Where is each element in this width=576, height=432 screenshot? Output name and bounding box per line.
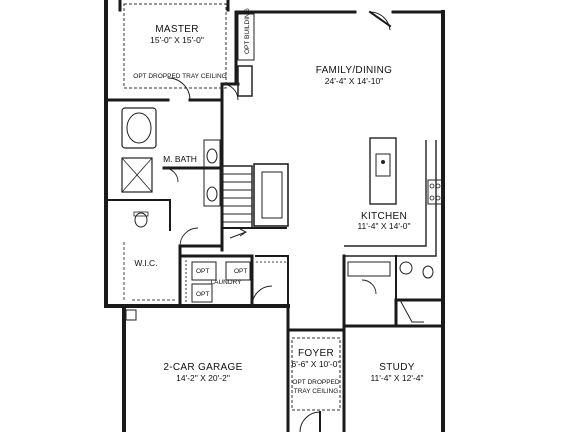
bath-toilet-tank <box>133 211 149 217</box>
kitchen-dims: 11'-4" X 14'-0" <box>357 221 410 231</box>
island-sink <box>375 153 391 177</box>
sink-1 <box>206 148 218 164</box>
garage-post <box>125 309 137 321</box>
burner <box>435 183 441 189</box>
powder-sink <box>399 261 413 275</box>
master-niche <box>237 65 253 97</box>
fireplace-surround <box>253 163 289 227</box>
foyer <box>286 324 346 432</box>
master-bath <box>104 98 224 252</box>
opt-building-closet <box>237 13 255 61</box>
stair-outline <box>221 165 253 229</box>
west-wall <box>104 0 126 432</box>
study-label: STUDY <box>379 362 414 373</box>
shower-drain-cross <box>121 157 153 193</box>
fireplace-box <box>261 171 283 219</box>
master-top-edge <box>118 0 230 12</box>
bathtub <box>121 107 157 149</box>
master-dims: 15'-0" X 15'-0" <box>150 35 204 45</box>
powder-toilet <box>422 265 434 279</box>
laundry-sink <box>191 283 213 303</box>
range <box>427 179 443 205</box>
powder-room <box>342 254 445 328</box>
master-door-swing <box>167 77 191 101</box>
bath-lower-partition <box>105 199 171 231</box>
front-door-swing <box>299 411 321 432</box>
bath-door-swing <box>163 167 179 183</box>
opt-building-note: OPT BUILDING <box>244 8 251 54</box>
closet-door-swing <box>221 83 239 101</box>
bath-toilet <box>134 212 148 228</box>
master-suite <box>104 3 255 102</box>
foyer-label: FOYER <box>298 348 334 359</box>
shower <box>121 157 153 193</box>
dryer <box>225 261 251 281</box>
pantry-shelf <box>347 261 391 277</box>
opt-note-a: OPT <box>196 268 209 275</box>
burner <box>429 183 435 189</box>
opt-note-c: OPT <box>196 291 209 298</box>
family-dims: 24'-4" X 14'-10" <box>325 76 383 86</box>
perimeter-counter-edge <box>344 140 437 257</box>
foyer-ceiling-note-2: TRAY CEILING <box>294 388 339 395</box>
burner <box>435 195 441 201</box>
room-labels: MASTER 15'-0" X 15'-0" OPT DROPPED TRAY … <box>133 8 423 395</box>
master-ceiling-note: OPT DROPPED TRAY CEILING <box>133 73 226 80</box>
island-sink-drain <box>381 160 385 164</box>
stair-treads <box>222 173 252 223</box>
perimeter-counter <box>344 140 427 247</box>
foyer-ceiling-note-1: OPT DROPPED <box>292 379 340 386</box>
laundry-area <box>178 252 289 308</box>
garage-label: 2-CAR GARAGE <box>163 362 242 373</box>
kitchen-island <box>369 137 397 205</box>
family-label: FAMILY/DINING <box>316 65 393 76</box>
bathtub-basin <box>126 112 152 144</box>
sink-2 <box>206 186 218 202</box>
foyer-walls <box>286 324 346 432</box>
master-south-wall <box>104 82 240 102</box>
study-closet-door <box>399 299 424 323</box>
hall-closet-walls <box>255 255 289 307</box>
burner <box>429 195 435 201</box>
rear-door-swing <box>369 11 391 31</box>
laundry-walls <box>178 252 254 308</box>
master-label: MASTER <box>155 24 198 35</box>
kitchen <box>344 137 443 257</box>
stairs <box>221 165 287 239</box>
study-dims: 11'-4" X 12'-4" <box>370 373 423 383</box>
garage-dims: 14'-2" X 20'-2" <box>176 373 230 383</box>
family-dining-area <box>368 10 392 31</box>
foyer-dims: 6'-6" X 10'-0" <box>292 359 341 369</box>
wic-door-swing <box>179 227 199 247</box>
stair-arrow <box>229 228 247 239</box>
bath-walls <box>104 98 224 252</box>
garage-entry-door-swing <box>251 285 273 307</box>
opt-note-b: OPT <box>234 268 247 275</box>
fireplace <box>253 163 289 227</box>
vanity <box>203 139 221 207</box>
garage <box>125 304 290 432</box>
mbath-label: M. BATH <box>163 154 197 164</box>
kitchen-label: KITCHEN <box>361 211 407 222</box>
laundry-label: LAUNDRY <box>211 279 243 286</box>
wic-label: W.I.C. <box>134 258 157 268</box>
powder-door-swing <box>361 279 377 295</box>
washer <box>191 261 217 281</box>
tray-ceiling-outline <box>123 3 227 89</box>
rear-door-leaf <box>368 10 392 28</box>
wic-shelving <box>123 242 176 301</box>
